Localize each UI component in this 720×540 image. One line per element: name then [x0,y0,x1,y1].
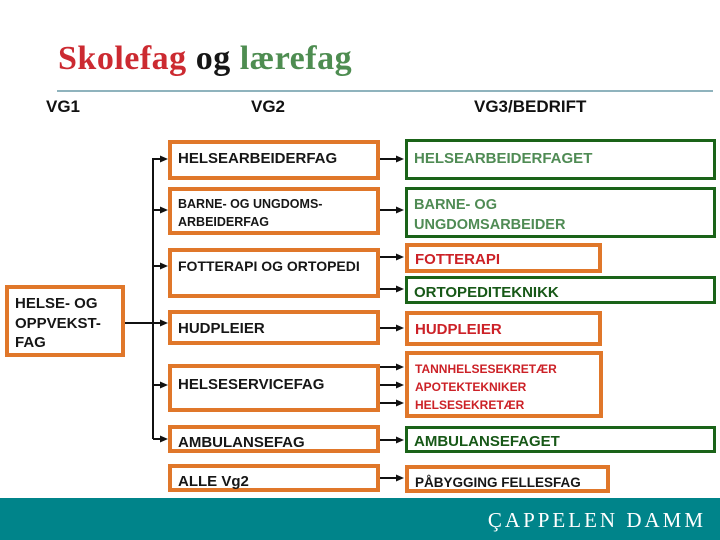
vg1-box-helse-og-oppvekstfag: HELSE- OG OPPVEKST- FAG [5,285,125,357]
title-part-og: og [186,40,240,77]
vg3-box-barne-og-ungdomsarbeider: BARNE- OG UNGDOMSARBEIDER [405,187,716,238]
vg3-box-hudpleier: HUDPLEIER [405,311,602,346]
vg3-box-pabygging-fellesfag: PÅBYGGING FELLESFAG [405,465,610,493]
vg2-box-hudpleier: HUDPLEIER [168,310,380,345]
footer-bar: ÇAPPELEN DAMM [0,498,720,540]
page-title: Skolefag og lærefag [58,40,352,78]
vg2-box-helsearbeiderfag: HELSEARBEIDERFAG [168,140,380,180]
column-header-vg2: VG2 [251,97,286,116]
column-header-vg1: VG1 [46,97,81,116]
vg2-box-barne-og-ungdomsarbeiderfag: BARNE- OG UNGDOMS- ARBEIDERFAG [168,187,380,235]
cappelen-damm-logo: ÇAPPELEN DAMM [487,508,706,532]
vg3-box-helsearbeiderfaget: HELSEARBEIDERFAGET [405,139,716,180]
vg3-box-ambulansefaget: AMBULANSEFAGET [405,426,716,453]
title-part-laerefag: lærefag [239,40,353,77]
vg2-box-helseservicefag: HELSESERVICEFAG [168,364,380,412]
column-header-vg3-bedrift: VG3/BEDRIFT [474,97,587,116]
vg2-box-alle-vg2: ALLE Vg2 [168,464,380,492]
vg2-box-fotterapi-og-ortopedi: FOTTERAPI OG ORTOPEDI [168,248,380,298]
vg3-box-ortopediteknikk: ORTOPEDITEKNIKK [405,276,716,304]
vg2-box-ambulansefag: AMBULANSEFAG [168,425,380,453]
vg3-box-tannhelse-gruppe: TANNHELSESEKRETÆR APOTEKTEKNIKER HELSESE… [405,351,603,418]
vg3-box-fotterapi: FOTTERAPI [405,243,602,273]
title-part-skolefag: Skolefag [58,40,187,77]
title-underline [57,90,713,92]
